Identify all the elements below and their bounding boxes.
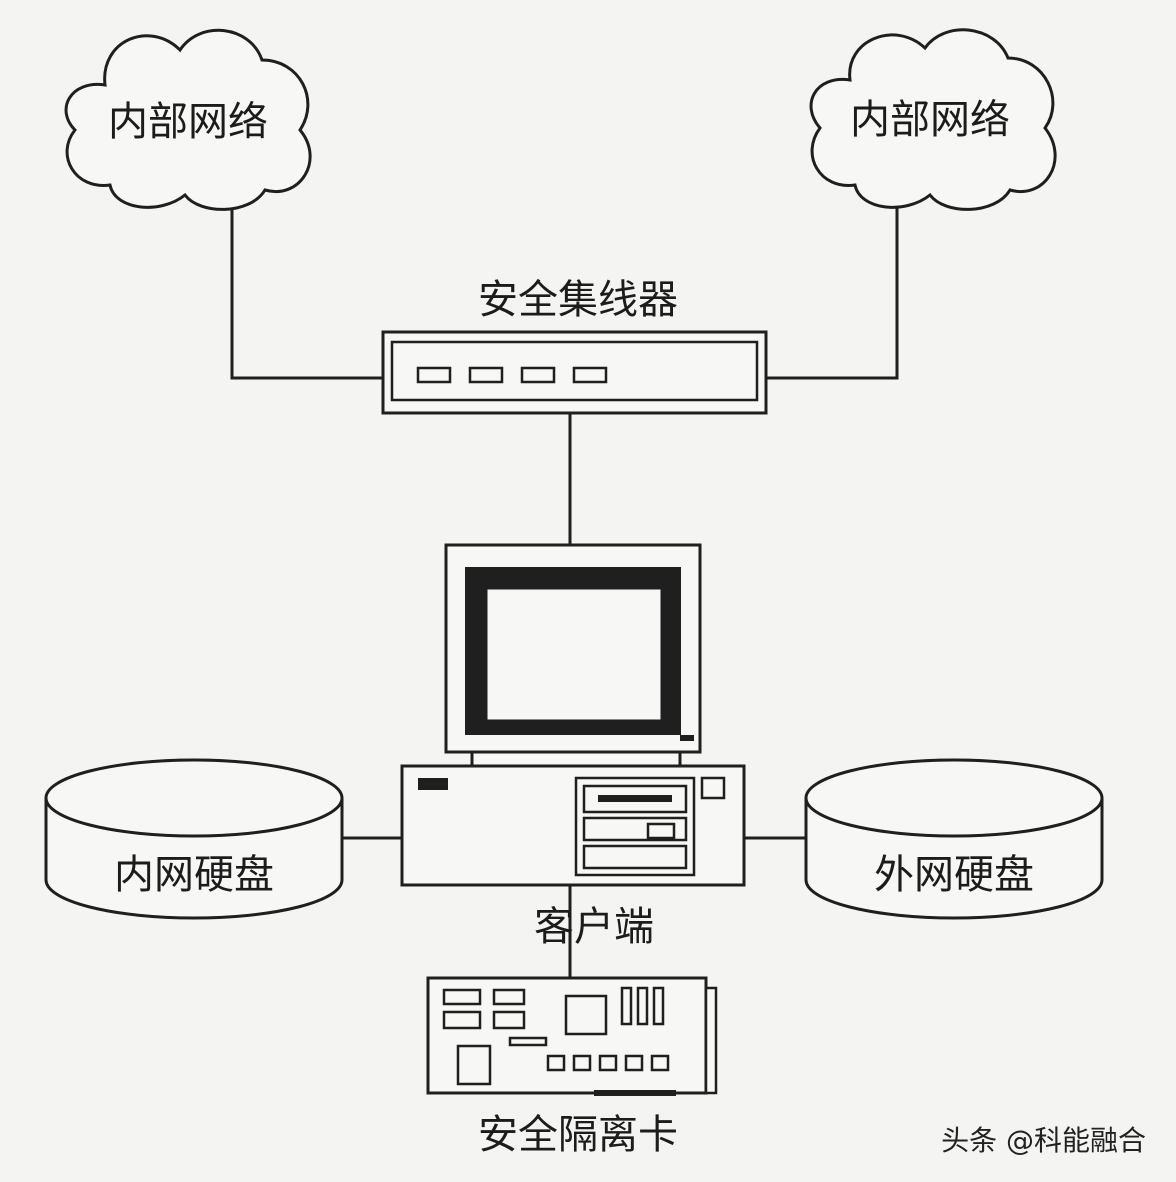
disk-top	[44, 758, 344, 838]
card-chip	[492, 988, 526, 1006]
card-chip	[492, 1010, 526, 1030]
card-bracket	[704, 986, 718, 1095]
card-small-chip	[598, 1054, 618, 1072]
connectors	[230, 200, 899, 978]
hub-port	[520, 366, 556, 384]
disk-top	[804, 758, 1104, 838]
card-small-chip	[546, 1054, 566, 1072]
card-memory-slot	[652, 986, 665, 1026]
monitor-stand	[470, 750, 682, 768]
cloud-icon	[64, 28, 312, 211]
card-edge-connector	[594, 1090, 676, 1096]
card-small-chip	[650, 1054, 670, 1072]
floppy-drive-button	[646, 822, 676, 840]
hub-port	[572, 366, 608, 384]
disk-right-label: 外网硬盘	[874, 852, 1034, 898]
optical-drive-slot	[598, 795, 672, 802]
card-memory-slot	[620, 986, 633, 1026]
cloud-internal-network-left: 内部网络	[64, 28, 312, 211]
disk-left-label: 内网硬盘	[114, 852, 274, 898]
line-right-cloud-to-hub	[766, 200, 899, 380]
line-left-cloud-to-hub	[230, 200, 383, 380]
drive-bay-blank	[582, 844, 688, 870]
client-label: 客户端	[534, 904, 654, 950]
security-isolation-card: 安全隔离卡	[426, 976, 718, 1158]
hub-port	[416, 366, 452, 384]
watermark-text: 头条 @科能融合	[941, 1124, 1146, 1157]
cloud-icon	[809, 28, 1057, 211]
card-chip-large	[456, 1044, 492, 1086]
external-network-disk: 外网硬盘	[804, 758, 1104, 920]
card-chip	[442, 1010, 482, 1030]
card-small-chip	[624, 1054, 644, 1072]
monitor-indicator-light	[680, 735, 694, 741]
card-label: 安全隔离卡	[478, 1112, 678, 1158]
cloud-right-label: 内部网络	[850, 97, 1010, 143]
card-chip	[442, 988, 482, 1006]
card-strip	[508, 1036, 548, 1047]
security-hub: 安全集线器	[381, 277, 768, 415]
hub-label: 安全集线器	[478, 277, 678, 323]
card-small-chip	[572, 1054, 592, 1072]
monitor	[444, 543, 702, 768]
hub-port	[468, 366, 504, 384]
card-processor	[564, 994, 608, 1036]
cloud-left-label: 内部网络	[108, 99, 268, 145]
cloud-internal-network-right: 内部网络	[809, 28, 1057, 211]
card-memory-slot	[636, 986, 649, 1026]
internal-network-disk: 内网硬盘	[44, 758, 344, 920]
computer-brand-badge	[418, 778, 448, 790]
monitor-screen	[484, 586, 664, 723]
client-computer: 客户端	[400, 764, 746, 950]
power-button	[700, 776, 726, 800]
